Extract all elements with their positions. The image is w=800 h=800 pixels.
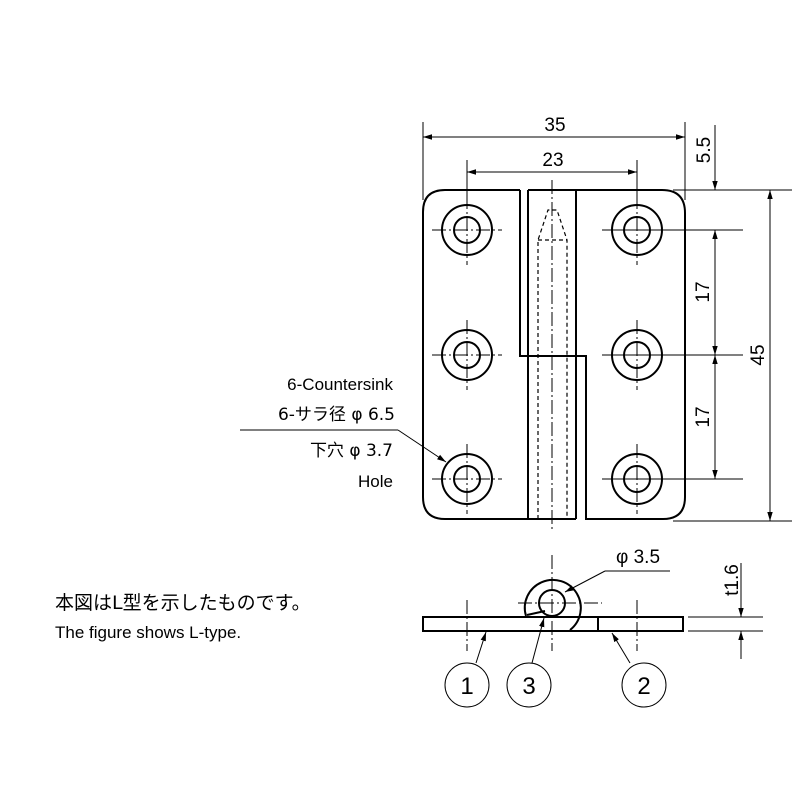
countersink-label-jp: 6-サラ径 φ 6.5 [278,405,395,425]
dim-pin-diameter: φ 3.5 [616,547,660,568]
svg-text:3: 3 [522,673,535,700]
dim-thickness: t1.6 [722,564,743,596]
dim-edge-5-5: 5.5 [694,137,715,163]
hinge-side-view [422,555,763,664]
dimension-lines [422,122,792,522]
part-balloon-1: 1 [444,662,490,708]
side-plate [422,616,684,632]
dim-pitch-23: 23 [542,150,563,171]
left-leaf-outline [422,189,576,520]
dim-height-45: 45 [748,344,769,365]
hole-label-en: Hole [358,472,393,491]
dim-pitch-17-lower: 17 [693,406,714,427]
hinge-top-view [422,180,686,530]
part-balloon-2: 2 [621,662,667,708]
svg-text:1: 1 [460,673,473,700]
part-balloon-3: 3 [506,662,552,708]
knuckle-outer [523,578,582,631]
countersink-hole [432,195,502,265]
caption-en: The figure shows L-type. [55,623,241,642]
note-leader-arrow [397,429,447,463]
dim-pitch-17-upper: 17 [693,281,714,302]
right-leaf-outline [519,189,686,520]
countersink-hole [432,320,502,390]
dim-width-35: 35 [544,115,565,136]
hole-label-jp: 下穴 φ 3.7 [310,441,393,461]
countersink-hole [432,444,502,514]
countersink-label-en: 6-Countersink [287,375,393,394]
svg-text:2: 2 [637,673,650,700]
caption-jp: 本図はL型を示したものです。 [55,592,311,614]
